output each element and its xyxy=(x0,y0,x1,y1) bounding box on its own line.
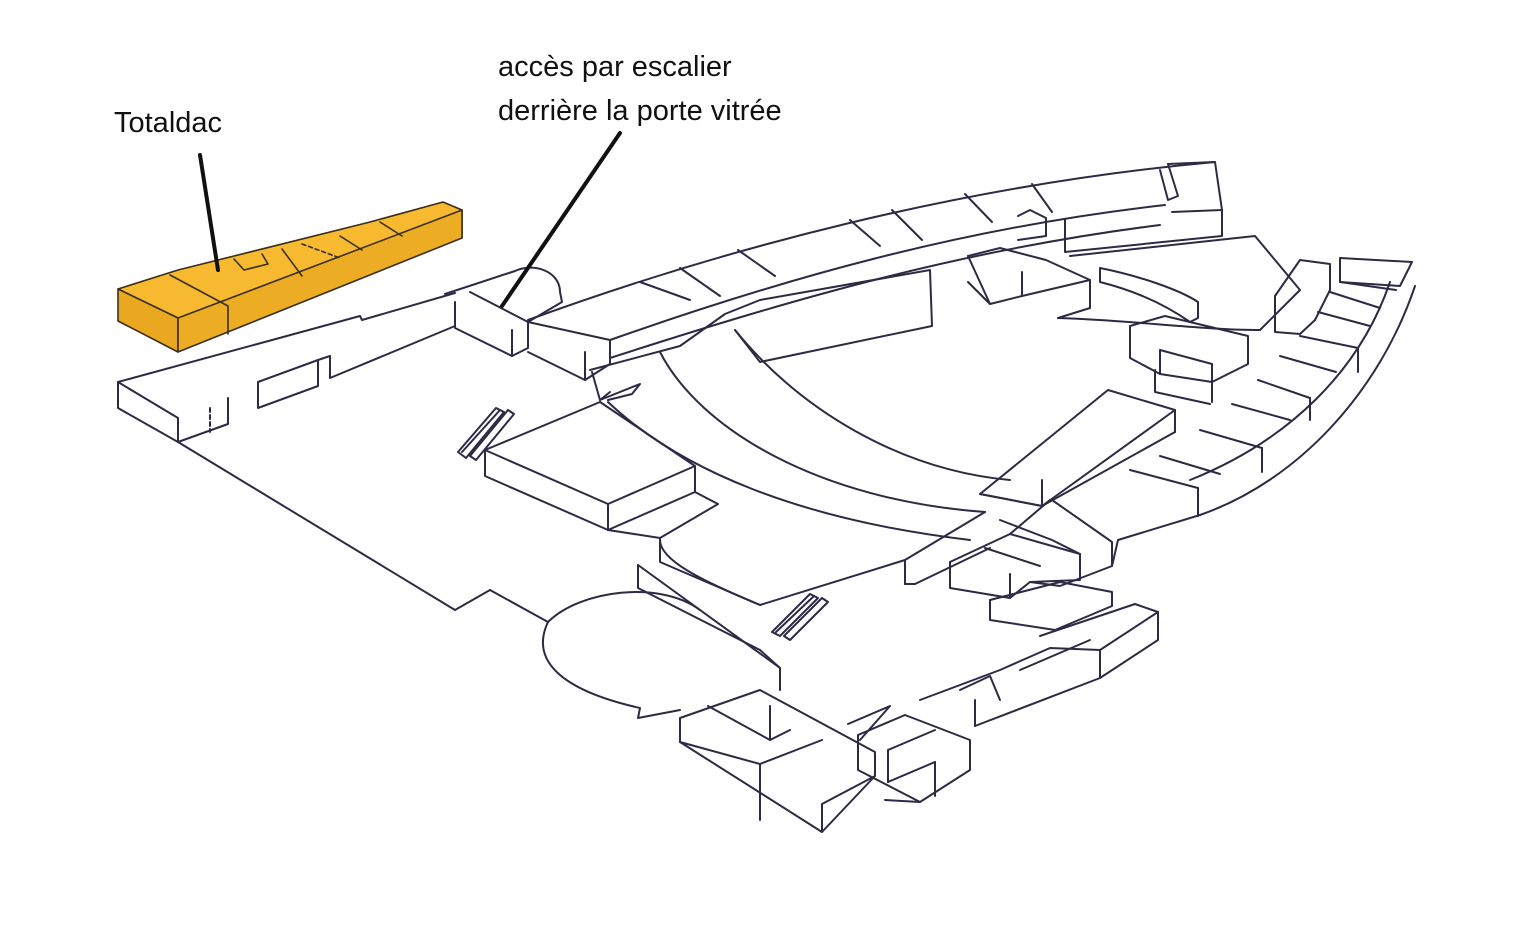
lower-right-strip xyxy=(949,499,1201,631)
escalator-icon xyxy=(771,593,829,641)
totaldac-block-side xyxy=(177,209,463,353)
central-platform xyxy=(484,401,991,606)
stair-access-block xyxy=(444,266,611,381)
totaldac-label: Totaldac xyxy=(114,107,223,139)
totaldac-block[interactable] xyxy=(117,201,463,353)
outer-shop-ring-top xyxy=(527,161,1223,359)
totaldac-leader-line xyxy=(198,153,220,272)
stair-access-label-line1: accès par escalier xyxy=(498,51,732,83)
escalator-icon xyxy=(457,407,515,461)
right-upper-cluster xyxy=(967,235,1301,405)
bottom-right-block xyxy=(847,603,1159,803)
stair-access-leader-line xyxy=(500,131,622,308)
stair-access-label-line2: derrière la porte vitrée xyxy=(498,94,782,127)
stair-access-label: accès par escalier derrière la porte vit… xyxy=(498,46,782,133)
bottom-center-block xyxy=(679,689,876,833)
lower-oval-area xyxy=(489,564,781,719)
outer-shop-ring-right xyxy=(1129,257,1416,517)
left-wing xyxy=(117,292,491,611)
